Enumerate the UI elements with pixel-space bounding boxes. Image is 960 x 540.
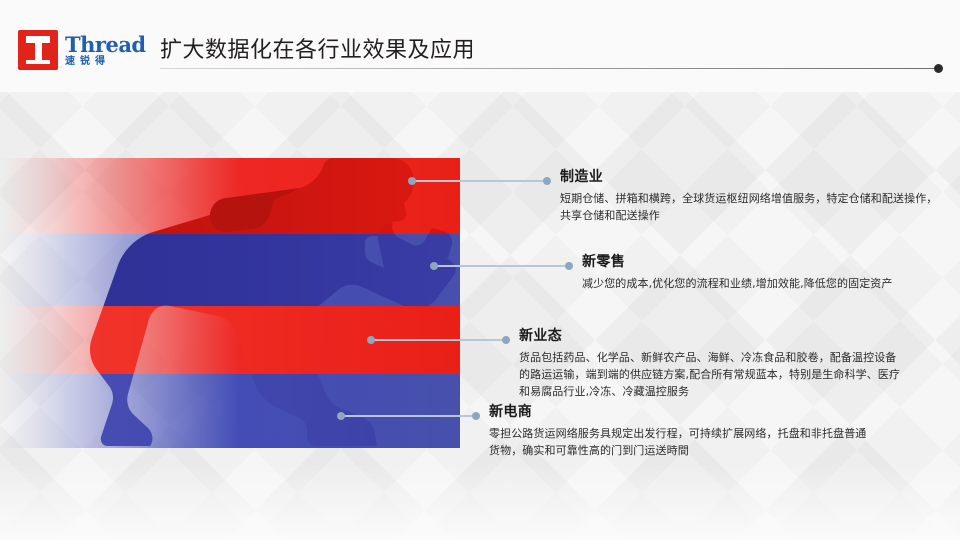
connector-line-new-retail [430,262,573,270]
brand-name-en: Thread [65,31,146,57]
connector-stroke [341,415,476,417]
connector-dot-text-end [502,336,510,344]
connector-dot-text-end [543,177,551,185]
brand-name-cn: 速锐得 [65,55,110,67]
connector-dot-figure-end [408,177,416,185]
info-body-manufacturing: 短期仓储、拼箱和横跨，全球货运枢纽网络增值服务，特定仓储和配送操作，共享仓储和配… [560,192,938,223]
gradient-band-4-blue [0,374,460,448]
header-background [0,0,960,92]
connector-dot-text-end [565,262,573,270]
page-title: 扩大数据化在各行业效果及应用 [160,38,476,63]
connector-stroke [412,180,547,182]
info-block-manufacturing[interactable]: 制造业 短期仓储、拼箱和横跨，全球货运枢纽网络增值服务，特定仓储和配送操作，共享… [560,166,942,224]
brand-logo-text: Thread 速锐得 [65,34,146,67]
runner-body-fill [89,158,456,446]
info-block-new-retail[interactable]: 新零售 减少您的成本,优化您的流程和业绩,增加效能,降低您的固定资产 [582,251,893,292]
running-athlete-silhouette [89,158,456,446]
logo-mark-base [26,60,50,64]
connector-line-new-ecommerce [337,412,480,420]
info-body-new-business-format: 货品包括药品、化学品、新鲜农产品、海鲜、冷冻食品和胶卷，配备温控设备的路运运输，… [519,351,900,399]
info-title-new-business-format: 新业态 [519,328,563,344]
info-block-new-ecommerce[interactable]: 新电商 零担公路货运网络服务具规定出发行程，可持续扩展网络，托盘和非托盘普通货物… [489,401,871,459]
connector-dot-figure-end [337,412,345,420]
connector-stroke [434,265,569,267]
info-block-new-business-format[interactable]: 新业态 货品包括药品、化学品、新鲜农产品、海鲜、冷冻食品和胶卷，配备温控设备的路… [519,325,901,400]
info-body-new-ecommerce: 零担公路货运网络服务具规定出发行程，可持续扩展网络，托盘和非托盘普通货物，确实和… [489,427,867,458]
connector-line-manufacturing [408,177,551,185]
connector-stroke [371,339,506,341]
title-rule-end-dot [934,64,943,73]
slide-header: Thread 速锐得 扩大数据化在各行业效果及应用 [0,0,960,92]
info-title-new-ecommerce: 新电商 [489,404,533,420]
connector-dot-figure-end [430,262,438,270]
brand-logo[interactable]: Thread 速锐得 [18,30,146,70]
connector-line-new-business-format [367,336,510,344]
thread-logo-mark-icon [18,30,58,70]
runner-rear-arm [209,188,300,233]
info-title-manufacturing: 制造业 [560,169,604,185]
info-body-new-retail: 减少您的成本,优化您的流程和业绩,增加效能,降低您的固定资产 [582,277,893,290]
info-title-new-retail: 新零售 [582,254,626,270]
title-underline-rule [160,68,936,69]
connector-dot-text-end [472,412,480,420]
connector-dot-figure-end [367,336,375,344]
